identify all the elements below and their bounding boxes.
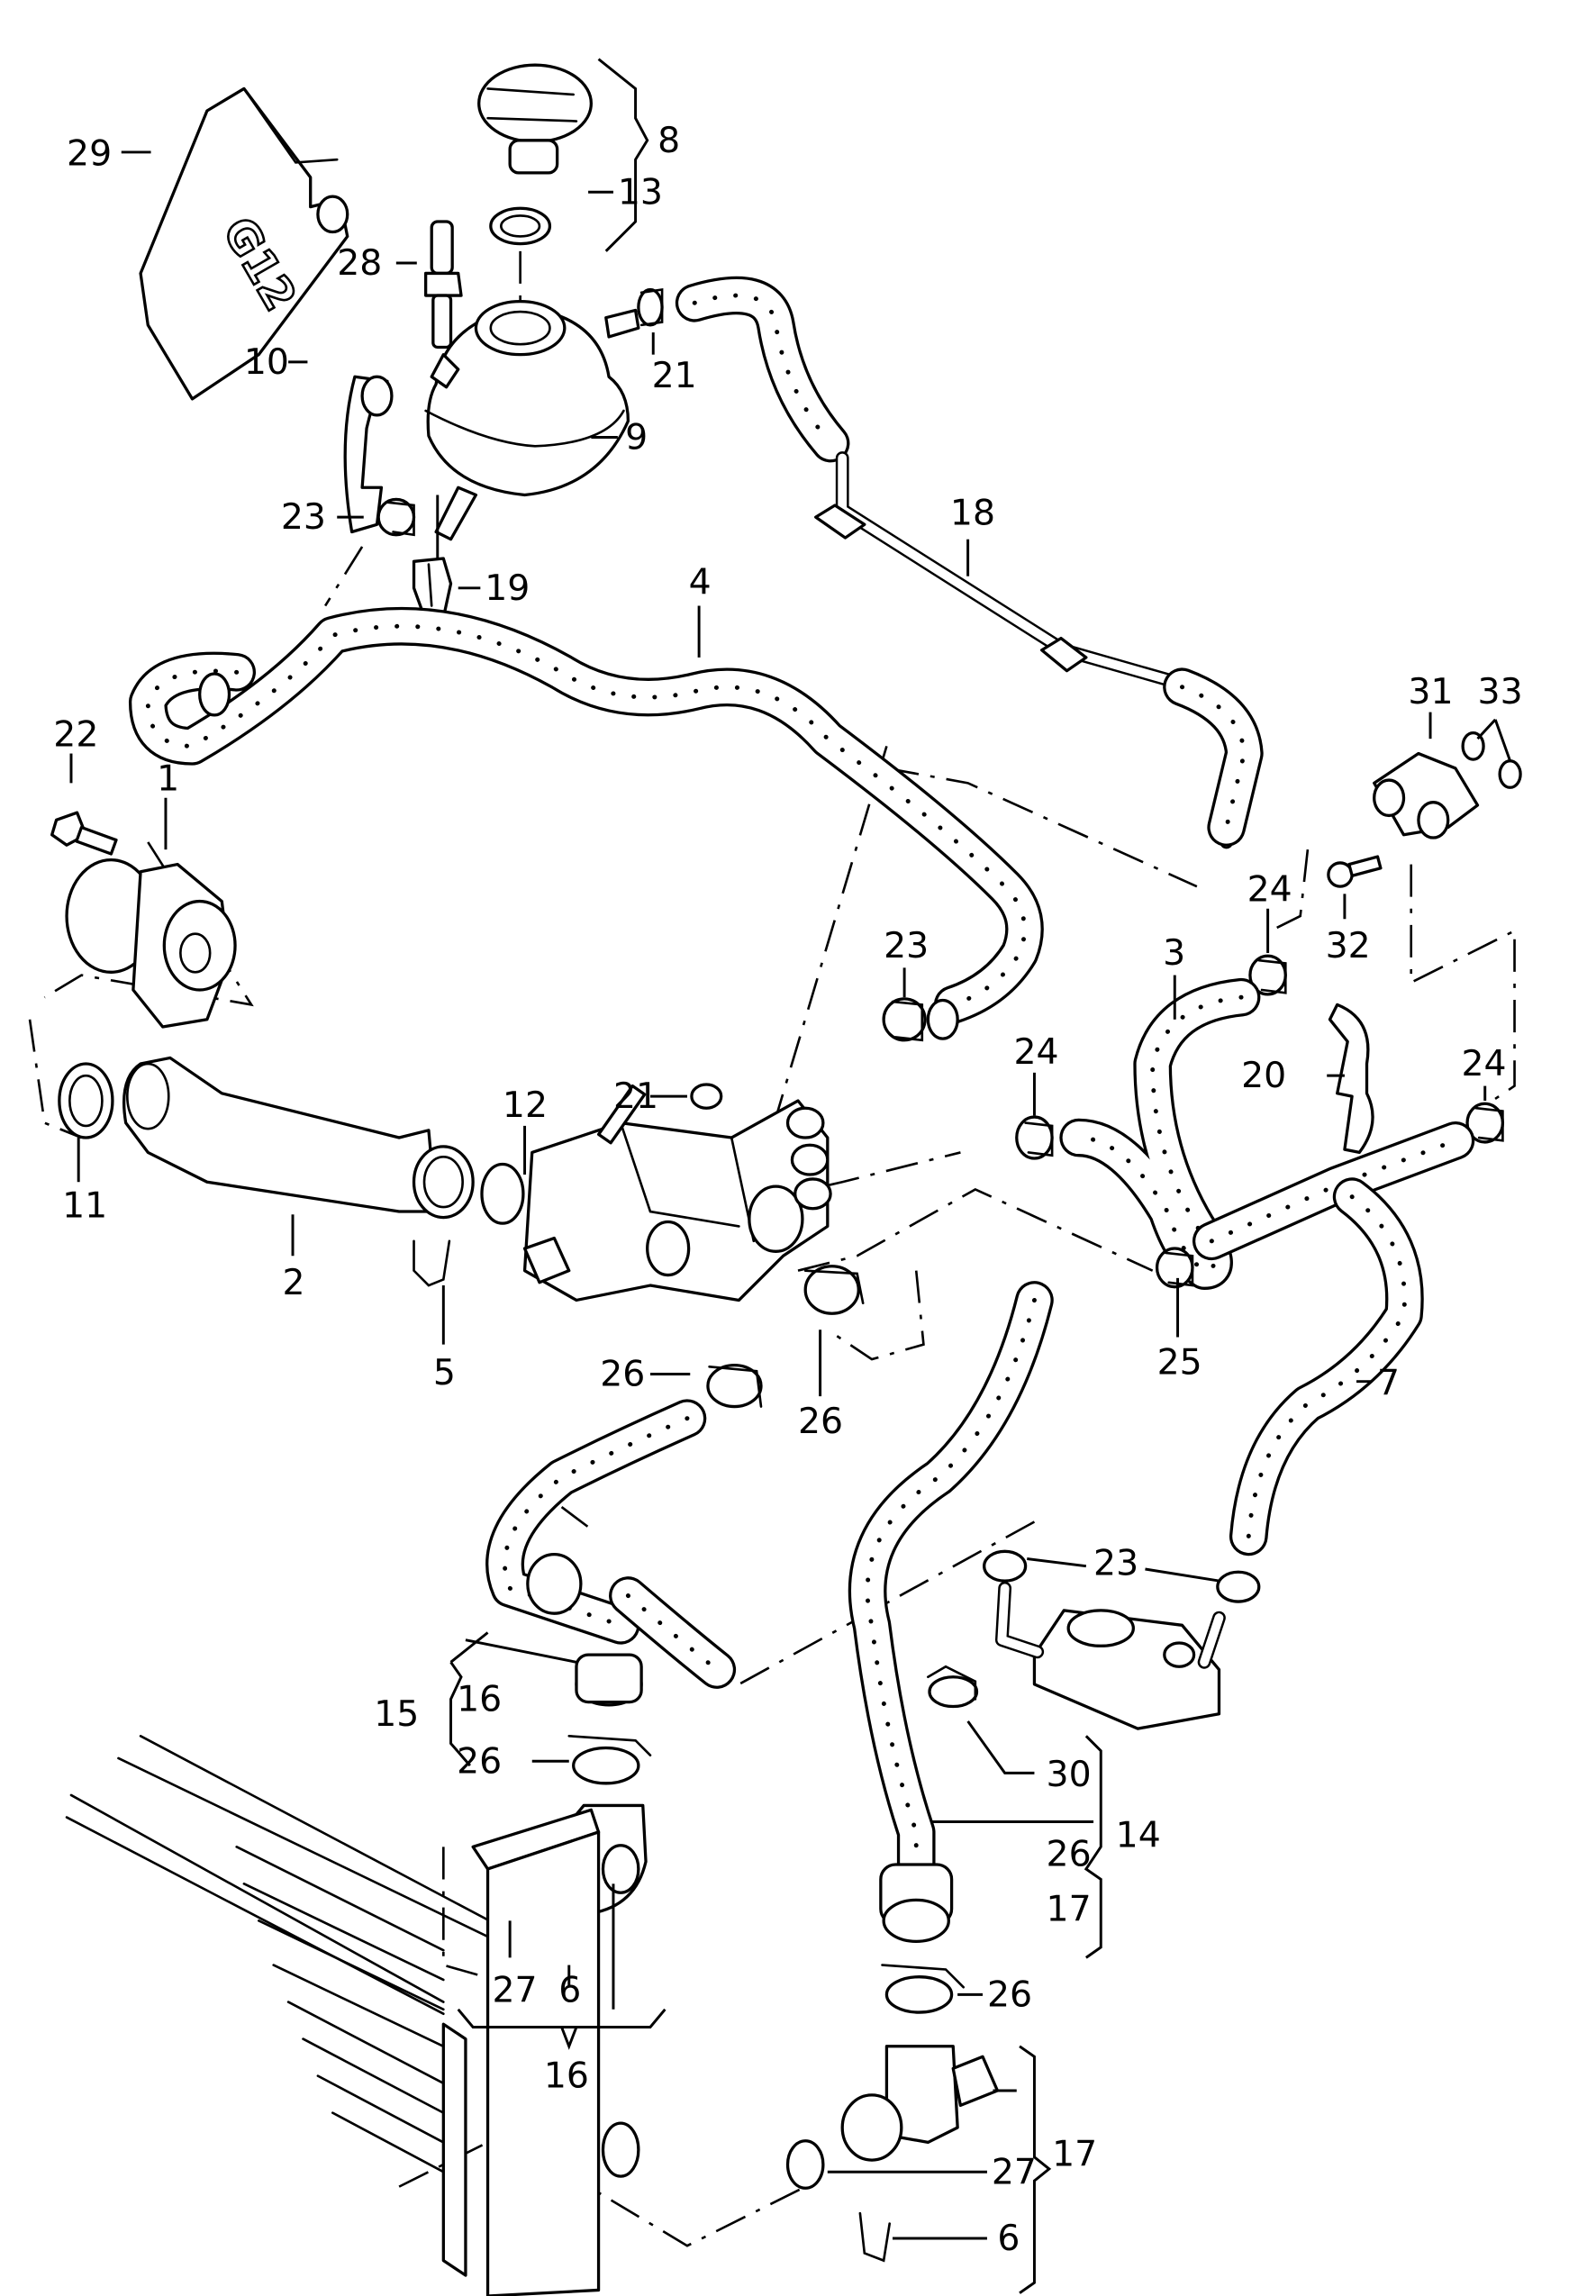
part-27-o-ring-lower[interactable]	[785, 2139, 825, 2190]
part-16-radiator-hose[interactable]	[485, 1399, 737, 1707]
part-18-coolant-pipe[interactable]	[675, 276, 1264, 849]
callout-10[interactable]: 10	[244, 341, 289, 383]
callout-26-e[interactable]: 26	[987, 1974, 1032, 2016]
part-6-clip-lower[interactable]	[858, 2211, 892, 2263]
callout-17-b[interactable]: 17	[1052, 2134, 1097, 2175]
callout-24-b[interactable]: 24	[1013, 1031, 1058, 1073]
leader-lines	[69, 58, 1512, 2294]
callout-17-a[interactable]: 17	[1047, 1888, 1092, 1929]
callout-16-upper[interactable]: 16	[457, 1678, 502, 1720]
callout-25[interactable]: 25	[1157, 1341, 1202, 1383]
part-22-bolt[interactable]	[50, 811, 118, 856]
callout-15[interactable]: 15	[374, 1693, 419, 1735]
part-29-coolant-can[interactable]: G12	[139, 86, 349, 401]
part-31-connector[interactable]	[1373, 751, 1480, 839]
part-11-o-ring[interactable]	[58, 1062, 114, 1139]
part-25-hose-clamp[interactable]	[1155, 1247, 1194, 1289]
callout-4[interactable]: 4	[689, 561, 712, 603]
part-4-coolant-hose[interactable]	[128, 606, 1044, 1040]
part-23-hose-clamp-cooler-right[interactable]	[1216, 1570, 1261, 1603]
callout-26-b[interactable]: 26	[798, 1401, 843, 1442]
part-13-seal-ring[interactable]	[489, 206, 552, 246]
part-32-bolt[interactable]	[1327, 855, 1383, 888]
part-23-hose-clamp-middle[interactable]	[882, 997, 927, 1042]
callout-21-middle[interactable]: 21	[613, 1075, 658, 1117]
callout-16-lower[interactable]: 16	[544, 2056, 589, 2097]
callout-24-a[interactable]: 24	[1247, 869, 1292, 911]
part-23-hose-clamp-tank[interactable]	[376, 497, 416, 537]
callout-23-tank[interactable]: 23	[281, 496, 326, 538]
callout-22[interactable]: 22	[53, 713, 98, 755]
part-10-bracket[interactable]	[343, 375, 394, 534]
callout-26-d[interactable]: 26	[1047, 1834, 1092, 1875]
callout-20[interactable]: 20	[1241, 1055, 1286, 1096]
part-24-hose-clamp-c[interactable]	[1465, 1102, 1505, 1144]
callout-23-cooler[interactable]: 23	[1093, 1543, 1138, 1584]
callout-11[interactable]: 11	[62, 1185, 107, 1227]
part-33-seal-ring-b[interactable]	[1498, 759, 1522, 789]
callout-26-c[interactable]: 26	[457, 1740, 502, 1782]
part-26-hose-clamp-c[interactable]	[567, 1735, 652, 1785]
part-9-expansion-tank[interactable]	[424, 299, 640, 541]
part-26-hose-clamp-d[interactable]	[881, 1964, 966, 2014]
callout-2[interactable]: 2	[283, 1262, 305, 1303]
part-21-hose-clamp-middle[interactable]	[690, 1083, 723, 1110]
callout-18[interactable]: 18	[950, 492, 995, 533]
callout-33[interactable]: 33	[1478, 671, 1523, 712]
callout-21-top[interactable]: 21	[652, 355, 697, 396]
radiator[interactable]	[65, 1735, 640, 2296]
callout-1[interactable]: 1	[157, 758, 179, 800]
callout-8[interactable]: 8	[657, 120, 680, 161]
part-5-clip[interactable]	[413, 1239, 451, 1287]
oil-cooler[interactable]	[994, 1581, 1226, 1730]
part-21-hose-clamp-top[interactable]	[637, 287, 664, 327]
part-20-double-clip[interactable]	[1328, 1003, 1374, 1155]
part-7-t-hose[interactable]	[1192, 1121, 1475, 1556]
callout-24-c[interactable]: 24	[1461, 1043, 1506, 1084]
callout-14[interactable]: 14	[1116, 1814, 1161, 1856]
callout-13[interactable]: 13	[618, 171, 663, 213]
part-17-t-connector[interactable]	[840, 2045, 1000, 2162]
part-8-expansion-tank-cap[interactable]	[477, 63, 594, 175]
callout-32[interactable]: 32	[1326, 925, 1371, 966]
callout-6-upper[interactable]: 6	[558, 1970, 581, 2011]
callout-31[interactable]: 31	[1408, 671, 1453, 712]
part-28-level-sensor[interactable]	[424, 220, 463, 349]
callout-5[interactable]: 5	[433, 1352, 456, 1393]
callout-27-lower[interactable]: 27	[992, 2151, 1037, 2192]
thermostat-housing[interactable]	[522, 1084, 832, 1302]
callout-12[interactable]: 12	[503, 1084, 548, 1126]
callout-28[interactable]: 28	[337, 242, 382, 284]
part-24-hose-clamp-a[interactable]	[1248, 954, 1287, 996]
callout-labels: 29 8 13 28 21 10 9 23 19 18 4 22 1 31 33…	[53, 120, 1522, 2259]
part-26-hose-clamp-b[interactable]	[803, 1265, 865, 1315]
part-14-radiator-hose[interactable]	[848, 1281, 1054, 1943]
callout-19[interactable]: 19	[485, 567, 530, 609]
callout-30[interactable]: 30	[1047, 1754, 1092, 1795]
callout-3[interactable]: 3	[1163, 932, 1185, 974]
part-12-seal[interactable]	[480, 1162, 525, 1225]
part-1-water-pump[interactable]	[65, 858, 237, 1029]
callout-9[interactable]: 9	[625, 417, 648, 458]
callout-26-a[interactable]: 26	[600, 1354, 645, 1395]
part-23-hose-clamp-cooler-left[interactable]	[983, 1549, 1028, 1583]
part-30-hose-clamp[interactable]	[927, 1665, 979, 1709]
callout-27-upper[interactable]: 27	[492, 1970, 537, 2011]
callout-23-middle[interactable]: 23	[884, 925, 929, 966]
part-33-seal-ring-a[interactable]	[1461, 731, 1485, 761]
callout-6-lower[interactable]: 6	[997, 2218, 1020, 2259]
callout-7[interactable]: 7	[1377, 1362, 1400, 1403]
part-24-hose-clamp-b[interactable]	[1015, 1115, 1054, 1160]
part-2-coolant-pipe[interactable]	[122, 1056, 475, 1220]
callout-29[interactable]: 29	[67, 133, 112, 175]
part-26-hose-clamp-a[interactable]	[706, 1363, 763, 1409]
